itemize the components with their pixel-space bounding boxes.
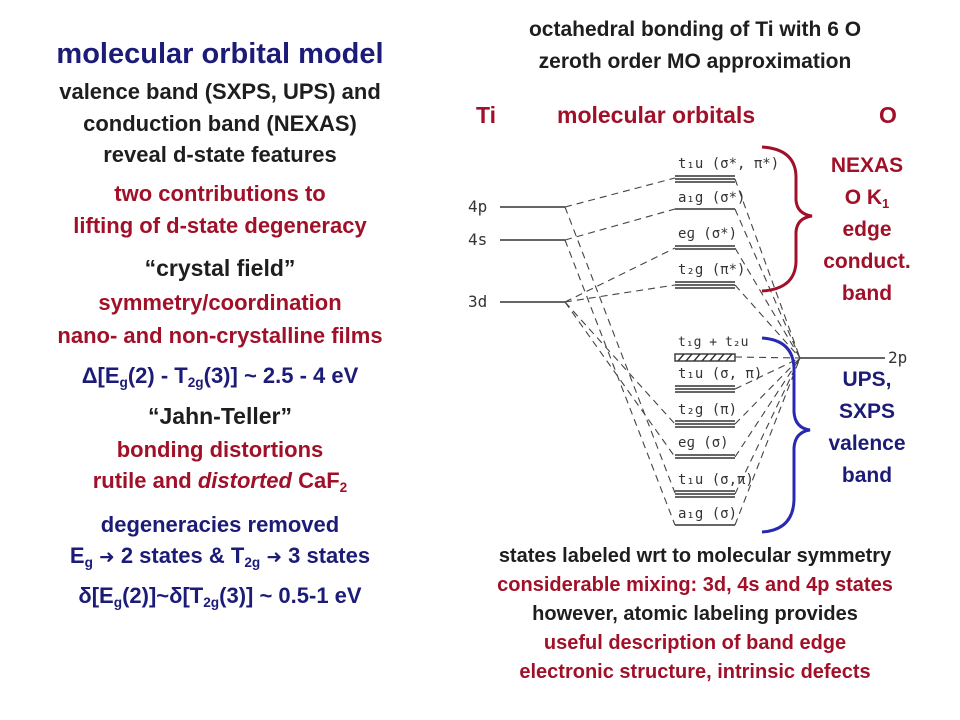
nexas-label-3: edge — [842, 218, 892, 241]
contrib-line-1: two contributions to — [114, 181, 326, 206]
mo-t1u-star-level — [675, 175, 735, 183]
nexas-label-1: NEXAS — [830, 154, 904, 177]
contrib-line-2: lifting of d-state degeneracy — [73, 213, 367, 238]
label-mo-t1u: t₁u (σ, π) — [678, 366, 762, 382]
nexas-label-4: conduct. — [823, 250, 911, 273]
ups-bracket — [761, 336, 811, 534]
ups-label-1: UPS, — [842, 368, 892, 391]
crystal-field-line-2: nano- and non-crystalline films — [57, 323, 383, 348]
note-line-4: useful description of band edge — [543, 632, 847, 654]
note-line-3: however, atomic labeling provides — [532, 603, 858, 625]
left-title: molecular orbital model — [56, 38, 384, 70]
crystal-field-splitting: Δ[Eg(2) - T2g(3)] ~ 2.5 - 4 eV — [81, 363, 359, 391]
correlation-lines — [564, 177, 801, 526]
label-mo-nonbonding: t₁g + t₂u — [678, 335, 748, 350]
column-label-ti: Ti — [476, 102, 497, 128]
ups-label-3: valence — [828, 432, 906, 455]
jahn-teller-heading: “Jahn-Teller” — [148, 403, 292, 429]
label-ti-4s: 4s — [468, 230, 487, 249]
crystal-field-line-1: symmetry/coordination — [98, 290, 342, 315]
note-line-5: electronic structure, intrinsic defects — [519, 661, 871, 683]
intro-line-2: conduction band (NEXAS) — [83, 111, 357, 136]
label-mo-t1u-star: t₁u (σ*, π*) — [678, 156, 779, 172]
label-mo-t1u-low: t₁u (σ,π) — [678, 472, 754, 488]
label-mo-eg-star: eɡ (σ*) — [678, 226, 737, 242]
nexas-label-2: O K1 — [844, 186, 890, 211]
mo-nonbonding-level — [674, 353, 736, 362]
label-mo-a1g-star: a₁g (σ*) — [678, 190, 745, 206]
mo-t2g-level — [675, 420, 735, 428]
nexas-label-5: band — [841, 282, 893, 305]
mo-t1u-low-level — [675, 490, 735, 498]
diagram-header-line-1: octahedral bonding of Ti with 6 O — [528, 18, 862, 41]
mo-eg-star-level — [675, 245, 735, 250]
note-line-2: considerable mixing: 3d, 4s and 4p state… — [497, 574, 893, 596]
degeneracies-heading: degeneracies removed — [100, 512, 340, 537]
column-label-molecular-orbitals: molecular orbitals — [557, 102, 756, 128]
mo-t1u-level — [675, 385, 735, 393]
note-line-1: states labeled wrt to molecular symmetry — [498, 545, 892, 567]
mo-t2g-star-level — [675, 281, 735, 289]
diagram-header-line-2: zeroth order MO approximation — [538, 50, 852, 73]
ups-label-2: SXPS — [838, 400, 896, 423]
nexas-bracket — [761, 145, 813, 293]
label-ti-4p: 4p — [468, 197, 487, 216]
label-mo-t2g: t₂g (π) — [678, 402, 737, 418]
intro-line-1: valence band (SXPS, UPS) and — [59, 79, 381, 104]
label-mo-a1g: a₁g (σ) — [678, 506, 737, 522]
column-label-o: O — [879, 102, 897, 128]
label-ti-3d: 3d — [468, 292, 487, 311]
intro-line-3: reveal d-state features — [103, 142, 337, 167]
mo-eg-level — [675, 454, 735, 459]
label-o-2p: 2p — [888, 348, 907, 367]
ups-label-4: band — [841, 464, 893, 487]
crystal-field-heading: “crystal field” — [144, 255, 296, 281]
label-mo-eg: eɡ (σ) — [678, 435, 729, 451]
jahn-teller-line-2: rutile and distorted CaF2 — [92, 468, 348, 496]
degeneracies-splitting: δ[Eg(2)]~δ[T2g(3)] ~ 0.5-1 eV — [78, 583, 362, 611]
jahn-teller-line-1: bonding distortions — [116, 437, 324, 462]
degeneracies-states: Eg ➜ 2 states & T2g ➜ 3 states — [69, 543, 371, 571]
label-mo-t2g-star: t₂g (π*) — [678, 262, 745, 278]
